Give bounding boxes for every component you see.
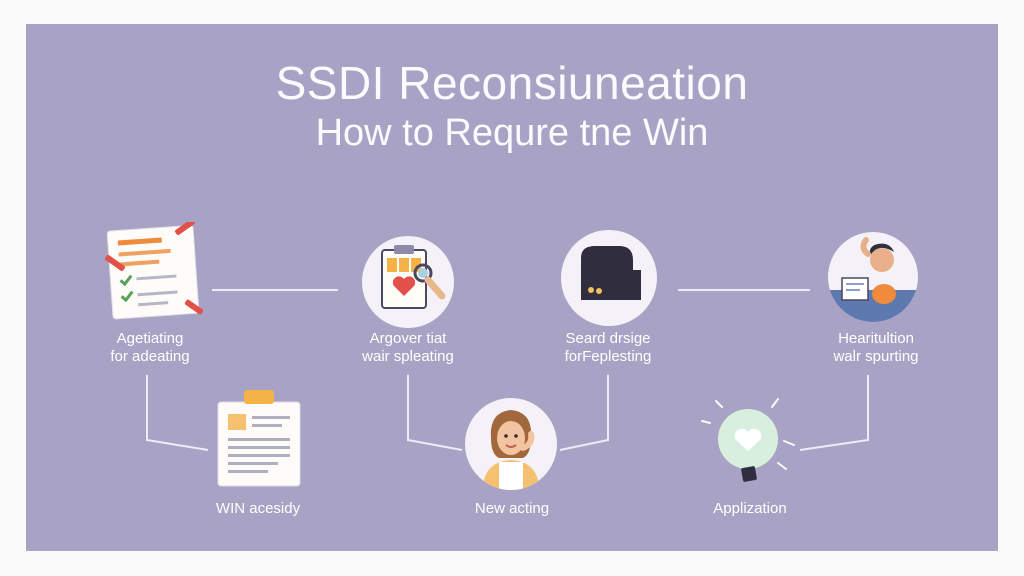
dark-block-icon — [561, 230, 657, 326]
connector-3-woman — [559, 375, 609, 451]
bottom-label-1: WIN acesidy — [215, 500, 301, 517]
connector-4-bulb — [799, 375, 869, 451]
step-label-3: Seard drsige forFeplesting — [518, 330, 698, 366]
connector-2-woman — [407, 375, 463, 451]
step-label-3-line2: forFeplesting — [564, 348, 652, 365]
person-form-icon — [828, 232, 918, 322]
step-label-4: Hearitultion walr spurting — [786, 330, 966, 366]
step-label-1-line2: for adeating — [110, 348, 190, 365]
step-label-4-line1: Hearitultion — [838, 330, 914, 347]
bottom-label-2: New acting — [474, 500, 550, 517]
infographic-subtitle: How to Requre tne Win — [315, 112, 709, 154]
checklist-icon — [102, 222, 208, 322]
clipboard-heart-icon — [362, 236, 454, 328]
connector-1-doc — [146, 375, 209, 451]
step-label-4-line2: walr spurting — [833, 348, 919, 365]
bottom-label-3: Applization — [713, 500, 787, 517]
infographic-title: SSDI Reconsiuneation — [275, 57, 749, 109]
step-label-1-line1: Agetiating — [116, 330, 184, 347]
step-label-2-line1: Argover tiat — [369, 330, 447, 347]
woman-avatar-icon — [465, 398, 557, 490]
step-label-2: Argover tiat wair spleating — [318, 330, 498, 366]
step-label-2-line2: wair spleating — [362, 348, 454, 365]
heart-bulb-icon — [698, 393, 802, 485]
step-label-3-line1: Seard drsige — [565, 330, 651, 347]
step-label-1: Agetiating for adeating — [60, 330, 240, 366]
document-icon — [214, 390, 304, 490]
